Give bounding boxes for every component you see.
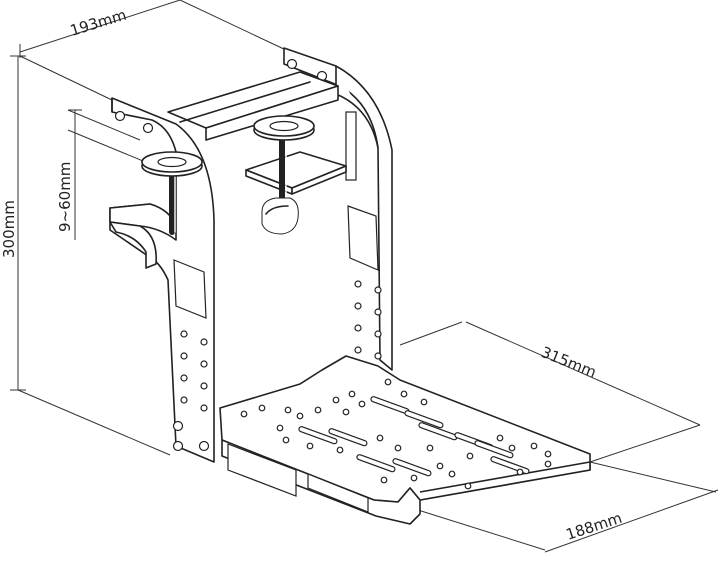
dim-label-height-total: 300mm	[0, 200, 18, 258]
tray-plate	[219, 355, 591, 525]
dim-label-clamp-range: 9~60mm	[56, 162, 74, 232]
right-clamp	[245, 115, 347, 235]
dimension-lines	[10, 0, 719, 553]
rear-side-plate	[283, 47, 393, 371]
dim-label-width-top: 193mm	[68, 6, 129, 40]
dim-label-tray-width: 188mm	[564, 509, 625, 544]
dim-label-tray-depth: 315mm	[539, 343, 599, 381]
left-clamp	[141, 151, 203, 235]
top-crossbar	[167, 71, 339, 141]
front-side-plate	[109, 97, 215, 463]
